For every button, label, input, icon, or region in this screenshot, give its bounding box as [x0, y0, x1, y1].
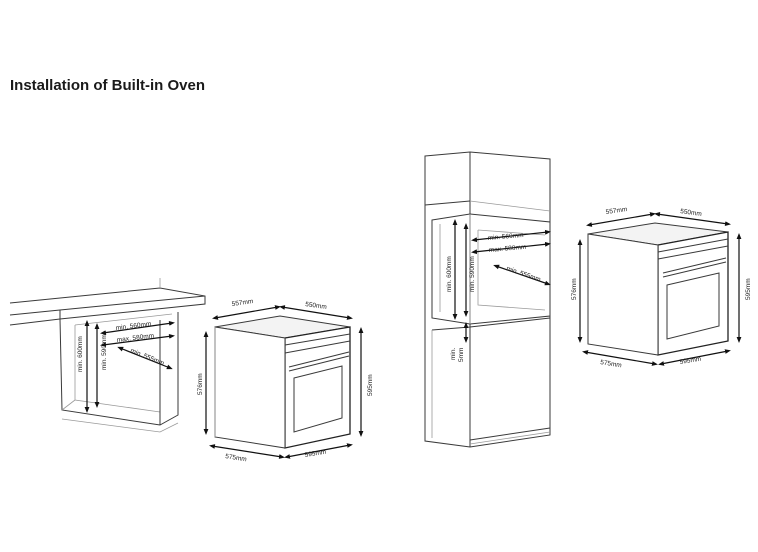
- label-min555-col: min. 555mm: [505, 265, 541, 283]
- label-min5-line2: 5mm: [458, 348, 465, 362]
- label-max580: max. 580mm: [116, 332, 154, 344]
- label-max580-col: max. 580mm: [489, 244, 527, 254]
- page-title: Installation of Built-in Oven: [10, 77, 205, 94]
- label-595-left: 595mm: [367, 374, 374, 396]
- tall-column-cabinet-figure: min. 600mm min. 590mm min. 5mm min. 560m…: [424, 151, 551, 448]
- dim-min555-line: [117, 346, 173, 370]
- dim-min560-line: [100, 321, 175, 335]
- oven-figure-left: 557mm 550mm 576mm 595mm 575mm 595mm: [197, 298, 374, 463]
- label-557-right: 557mm: [605, 206, 627, 216]
- label-576-left: 576mm: [197, 373, 204, 395]
- dim-max580-line: [100, 334, 175, 347]
- label-min590-col: min. 590mm: [469, 256, 476, 292]
- label-min560: min. 560mm: [115, 321, 151, 332]
- label-576-right: 576mm: [571, 278, 578, 300]
- label-min590: min. 590mm: [101, 334, 108, 370]
- label-min5-line1: min.: [450, 348, 457, 360]
- label-550-right: 550mm: [680, 208, 702, 218]
- label-550-left: 550mm: [305, 301, 327, 311]
- under-counter-cabinet-figure: min. 600mm min. 590mm min. 560mm max. 58…: [9, 278, 206, 433]
- oven-figure-right: 557mm 550mm 576mm 595mm 575mm 595mm: [571, 206, 752, 369]
- label-min600: min. 600mm: [77, 336, 84, 372]
- label-min560-col: min. 560mm: [488, 232, 524, 242]
- label-595-right: 595mm: [745, 278, 752, 300]
- label-575-left: 575mm: [225, 453, 248, 463]
- label-575-right: 575mm: [600, 359, 623, 369]
- label-557-left: 557mm: [231, 298, 253, 308]
- label-595b-left: 595mm: [304, 449, 327, 459]
- label-595b-right: 595mm: [679, 356, 702, 366]
- label-min600-col: min. 600mm: [446, 256, 453, 292]
